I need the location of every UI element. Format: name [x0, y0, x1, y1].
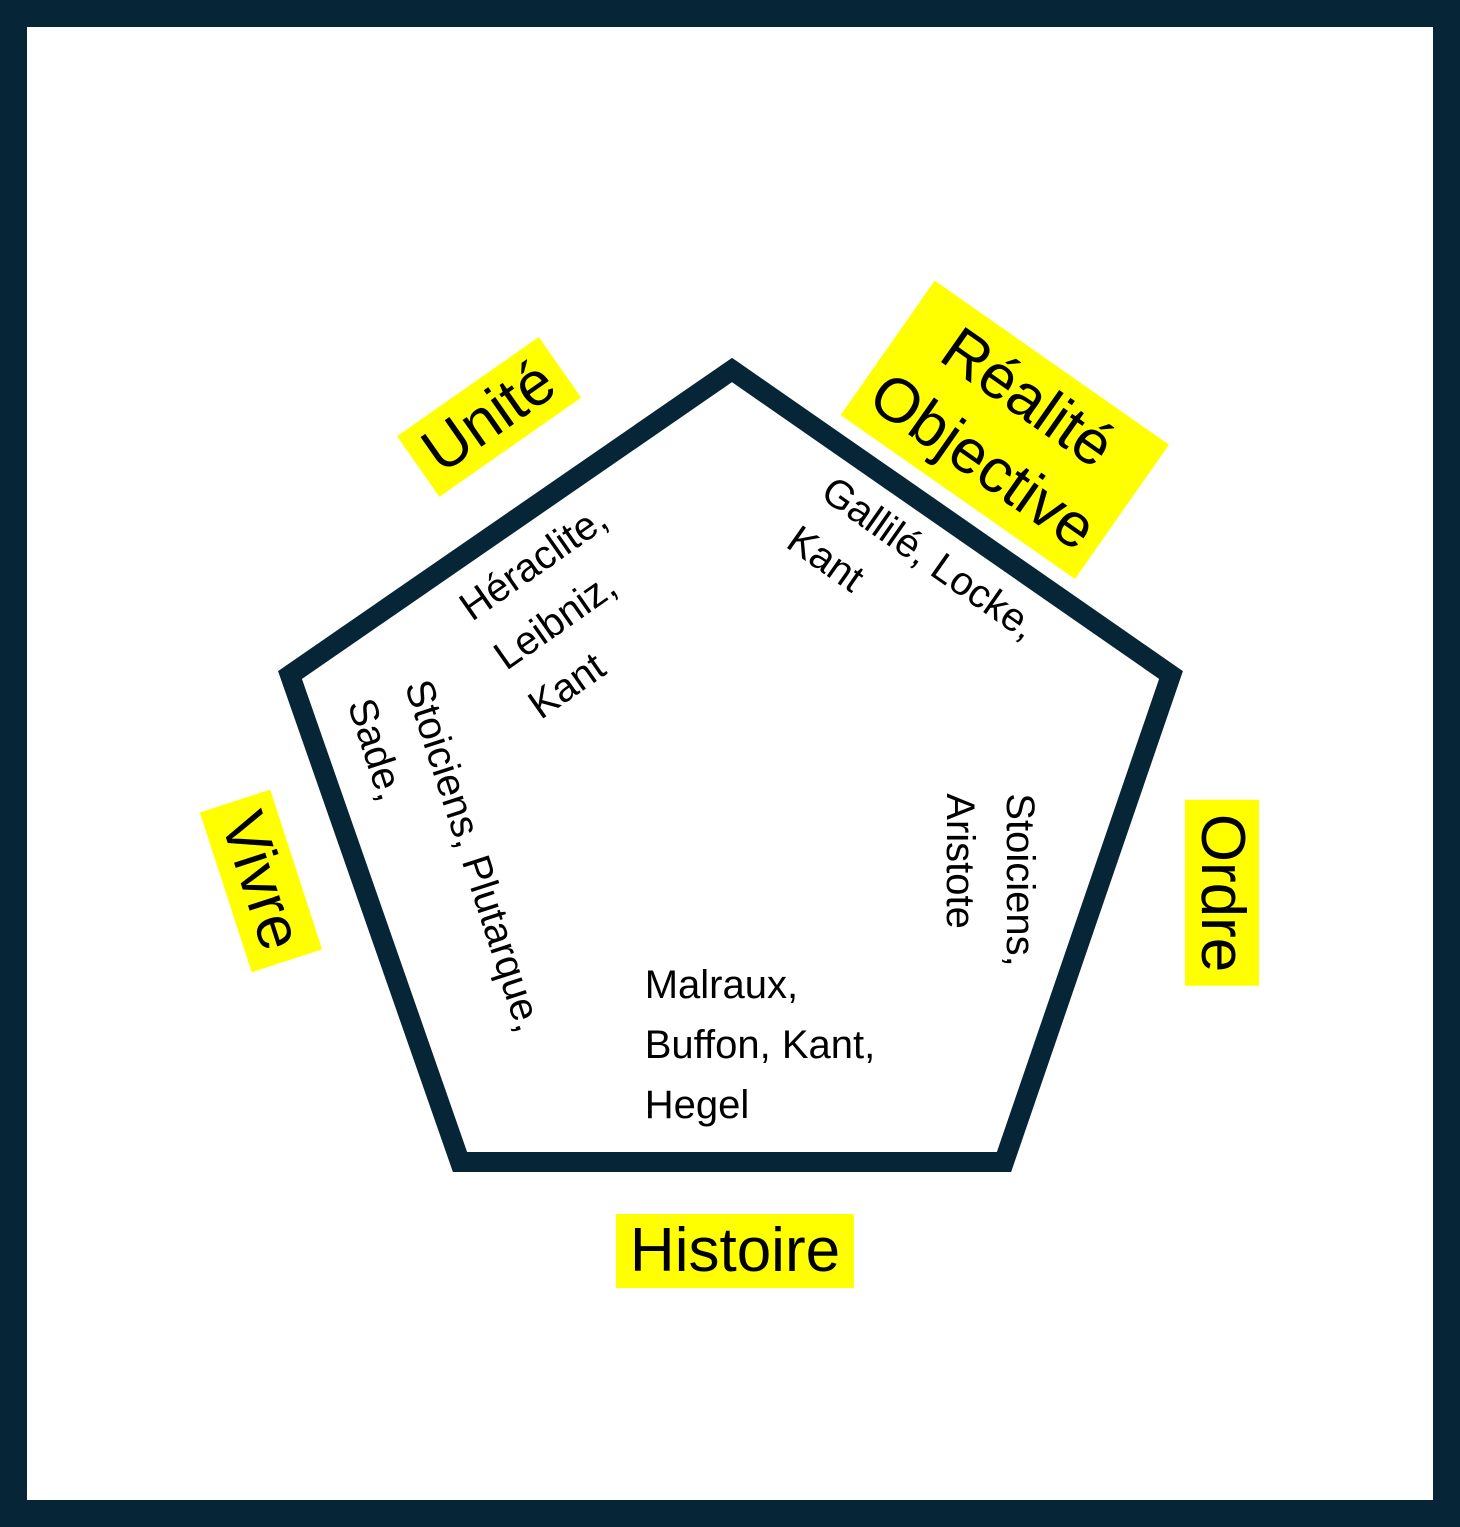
- names-histoire-line: Buffon, Kant,: [644, 1023, 876, 1067]
- names-ordre-line: Stoiciens,: [998, 793, 1042, 967]
- label-histoire: Histoire: [615, 1214, 855, 1288]
- names-ordre-line: Aristote: [938, 793, 982, 929]
- label-ordre: Ordre: [1185, 799, 1259, 987]
- names-histoire-line: Hegel: [644, 1083, 750, 1127]
- names-ordre: Stoiciens, Aristote: [930, 793, 1050, 966]
- names-histoire: Malraux, Buffon, Kant, Hegel: [645, 955, 876, 1135]
- names-histoire-line: Malraux,: [644, 963, 799, 1007]
- pentagon-outline: [278, 357, 1183, 1172]
